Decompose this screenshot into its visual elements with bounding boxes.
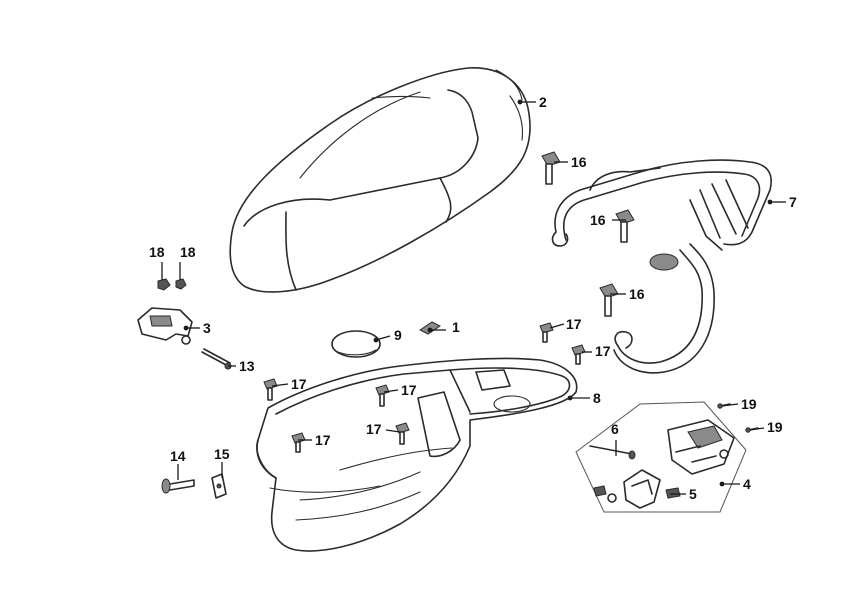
callout-4: 4 — [743, 476, 751, 492]
callout-18-right: 18 — [180, 244, 196, 260]
callout-13: 13 — [239, 358, 255, 374]
callout-1: 1 — [452, 319, 460, 335]
callout-9: 9 — [394, 327, 402, 343]
callout-19-upper: 19 — [741, 396, 757, 412]
nut-left — [157, 278, 171, 291]
seat — [229, 67, 531, 293]
callout-7: 7 — [789, 194, 797, 210]
nut-right — [175, 278, 187, 290]
callout-3: 3 — [203, 320, 211, 336]
leader-lines — [161, 99, 786, 495]
callout-15: 15 — [214, 446, 230, 462]
bolt-14 — [161, 478, 195, 494]
callout-16-upper: 16 — [571, 154, 587, 170]
luggage-box — [256, 357, 578, 552]
callout-6: 6 — [611, 421, 619, 437]
hinge-bracket — [137, 307, 193, 345]
callout-16-middle: 16 — [590, 212, 606, 228]
seat-lock-assembly-group — [575, 401, 747, 513]
bolt-13 — [201, 348, 232, 370]
callout-17-d: 17 — [401, 382, 417, 398]
callout-17-f: 17 — [366, 421, 382, 437]
screw-17-a — [539, 322, 554, 343]
callout-2: 2 — [539, 94, 547, 110]
callout-14: 14 — [170, 448, 186, 464]
callout-17-c: 17 — [291, 376, 307, 392]
callout-5: 5 — [689, 486, 697, 502]
clip-15 — [211, 473, 227, 499]
screw-17-d — [375, 384, 390, 407]
screw-17-c — [263, 378, 278, 401]
callout-17-e: 17 — [315, 432, 331, 448]
callout-16-lower: 16 — [629, 286, 645, 302]
bolt-16-lower — [599, 283, 619, 317]
callout-17-b: 17 — [595, 343, 611, 359]
bolt-16-upper — [541, 151, 561, 185]
screw-17-b — [571, 344, 586, 365]
callout-19-lower: 19 — [767, 419, 783, 435]
fuel-cap-cover — [331, 330, 381, 358]
screw-17-f — [395, 422, 410, 445]
callout-8: 8 — [593, 390, 601, 406]
callout-17-a: 17 — [566, 316, 582, 332]
rear-carrier — [551, 159, 772, 374]
callout-18-left: 18 — [149, 244, 165, 260]
bolt-16-middle — [615, 209, 635, 243]
